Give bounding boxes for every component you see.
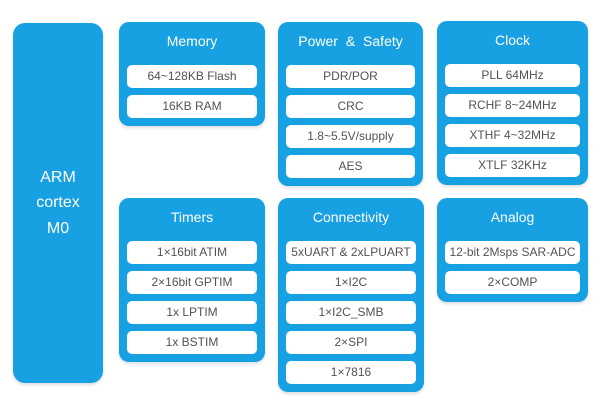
peripheral-item: CRC [286,95,415,118]
block-title: Analog [490,209,535,225]
peripheral-item: 2×SPI [286,331,416,354]
peripheral-item: PLL 64MHz [445,64,580,87]
block-title: Memory [166,33,218,49]
peripheral-item: 2×COMP [445,271,580,294]
peripheral-item: 12-bit 2Msps SAR-ADC [445,241,580,264]
peripheral-item: 1×I2C_SMB [286,301,416,324]
peripheral-item: 1×7816 [286,361,416,384]
peripheral-item: 1×I2C [286,271,416,294]
peripheral-item: PDR/POR [286,65,415,88]
peripheral-item: 1x LPTIM [127,301,257,324]
block-title: Power & Safety [298,33,403,49]
block-title: Timers [170,209,214,225]
peripheral-item: 16KB RAM [127,95,257,118]
peripheral-item: 1×16bit ATIM [127,241,257,264]
block-title: Clock [494,32,530,48]
cpu-label-line: ARM [40,168,76,186]
block-timers: Timers 1×16bit ATIM 2×16bit GPTIM 1x LPTIM 1… [119,198,265,362]
cpu-block: ARM cortex M0 [13,23,103,383]
block-analog: Analog 12-bit 2Msps SAR-ADC 2×COMP [437,198,588,302]
peripheral-item: 1x BSTIM [127,331,257,354]
block-title: Connectivity [312,209,390,225]
peripheral-item: RCHF 8~24MHz [445,94,580,117]
block-connectivity: Connectivity 5xUART & 2xLPUART 1×I2C 1×I2C_… [278,198,424,392]
peripheral-item: AES [286,155,415,178]
cpu-label-line: M0 [46,219,70,237]
block-memory: Memory 64~128KB Flash 16KB RAM [119,22,265,126]
cpu-label-line: cortex [36,194,80,212]
peripheral-item: XTLF 32KHz [445,154,580,177]
peripheral-item: 2×16bit GPTIM [127,271,257,294]
peripheral-item: XTHF 4~32MHz [445,124,580,147]
peripheral-item: 1.8~5.5V/supply [286,125,415,148]
peripheral-item: 64~128KB Flash [127,65,257,88]
peripheral-item: 5xUART & 2xLPUART [286,241,416,264]
